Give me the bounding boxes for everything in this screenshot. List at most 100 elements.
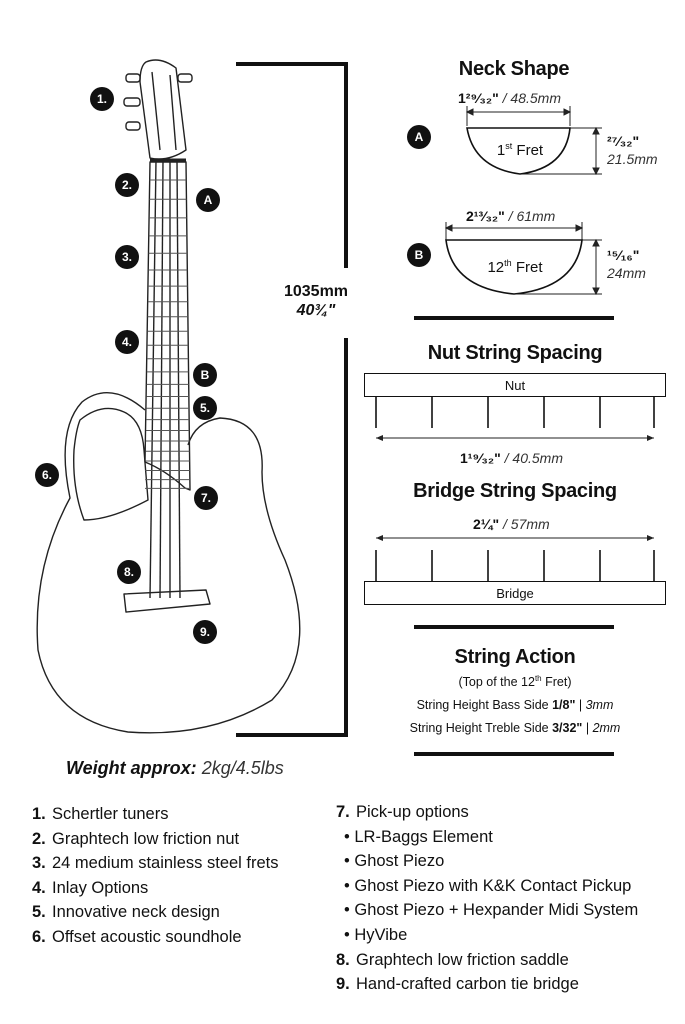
feature-item-1: 1. Schertler tuners (32, 802, 279, 827)
bridge-spacing-title: Bridge String Spacing (413, 480, 617, 502)
length-label: 1035mm 40¾" (274, 282, 358, 320)
callout-badge-a: A (196, 188, 220, 212)
callout-badge-8: 8. (117, 560, 141, 584)
nut-strip-label: Nut (504, 377, 526, 393)
neck-b-label-tail: Fret (511, 259, 543, 276)
length-inch: 40¾" (296, 302, 336, 319)
bridge-width-in: 2¼" (473, 516, 500, 532)
neck-a-width-in: 1²⁹⁄₃₂" (458, 90, 499, 106)
neck-a-depth-mm: 21.5mm (607, 151, 658, 167)
nut-width-mm: / 40.5mm (504, 450, 564, 466)
feature-num: 9. (336, 975, 350, 994)
nut-width: 1¹⁹⁄₃₂" / 40.5mm (460, 450, 563, 466)
bullet-icon: • (344, 827, 355, 846)
neck-a-label-sup: st (505, 141, 513, 151)
features-list-right: 7.Pick-up options • LR-Baggs Element• Gh… (336, 800, 638, 997)
feature-text: Schertler tuners (52, 805, 169, 823)
nut-spacing-title: Nut String Spacing (427, 342, 603, 364)
divider-2 (414, 625, 614, 629)
pickup-option: • Ghost Piezo with K&K Contact Pickup (336, 874, 638, 899)
divider-1 (414, 316, 614, 320)
bass-label: String Height Bass Side (416, 698, 553, 712)
pickup-option-text: Ghost Piezo + Hexpander Midi System (354, 901, 639, 920)
feature-item-8: 8.Graphtech low friction saddle (336, 948, 638, 973)
callout-badge-4: 4. (115, 330, 139, 354)
treble-in: 3/32" (552, 721, 583, 735)
neck-b-label: 12th Fret (470, 258, 560, 276)
callout-badge-2: 2. (115, 173, 139, 197)
bridge-strip: Bridge (364, 581, 666, 605)
neck-a-width-mm: / 48.5mm (502, 90, 562, 106)
pickup-option-text: Ghost Piezo with K&K Contact Pickup (354, 876, 632, 895)
callout-badge-3: 3. (115, 245, 139, 269)
feature-num: 5. (32, 903, 46, 922)
neck-b-width-mm: / 61mm (508, 208, 556, 224)
length-mm: 1035mm (283, 283, 349, 300)
pickup-option: • HyVibe (336, 923, 638, 948)
string-action-subtitle: (Top of the 12th Fret) (364, 674, 666, 689)
nut-strip: Nut (364, 373, 666, 397)
feature-text: Inlay Options (52, 878, 149, 897)
feature-item-5: 5. Innovative neck design (32, 900, 279, 925)
neck-a-label-tail: Fret (512, 142, 544, 159)
string-height-treble: String Height Treble Side 3/32" | 2mm (409, 721, 621, 735)
bass-in: 1/8" (552, 698, 576, 712)
neck-b-width: 2¹³⁄₃₂" / 61mm (466, 208, 555, 224)
feature-num: 1. (32, 805, 46, 823)
pickup-option-text: Ghost Piezo (354, 852, 445, 871)
neck-a-depth: ²⁷⁄₃₂" 21.5mm (607, 132, 658, 168)
bullet-icon: • (344, 876, 355, 895)
feature-item-9: 9. Hand-crafted carbon tie bridge (336, 972, 638, 997)
feature-num: 3. (32, 854, 46, 873)
bullet-icon: • (344, 852, 355, 871)
action-subtitle-pre: (Top of the 12 (458, 675, 535, 690)
weight-value: 2kg/4.5lbs (201, 758, 284, 778)
callout-badge-6: 6. (35, 463, 59, 487)
action-subtitle-post: Fret) (541, 675, 572, 690)
neck-a-depth-in: ²⁷⁄₃₂" (607, 133, 640, 149)
callout-badge-7: 7. (194, 486, 218, 510)
callout-badge-5: 5. (193, 396, 217, 420)
pickup-option-text: HyVibe (354, 925, 408, 944)
bridge-width-mm: / 57mm (503, 516, 550, 532)
feature-item-3: 3. 24 medium stainless steel frets (32, 851, 279, 876)
neck-b-label-num: 12 (487, 259, 505, 276)
treble-mm: 2mm (592, 721, 621, 735)
bridge-strip-label: Bridge (496, 585, 534, 601)
action-subtitle-sup: th (534, 674, 542, 683)
feature-text: Offset acoustic soundhole (52, 927, 242, 946)
feature-num: 7. (336, 803, 350, 821)
feature-text: 24 medium stainless steel frets (52, 854, 279, 873)
feature-num: 6. (32, 927, 46, 946)
treble-label: String Height Treble Side (409, 721, 553, 735)
neck-a-label-num: 1 (496, 142, 506, 159)
weight-line: Weight approx: 2kg/4.5lbs (66, 758, 284, 779)
neck-a-label: 1st Fret (478, 141, 562, 159)
bass-mm: 3mm (585, 698, 614, 712)
feature-item-4: 4. Inlay Options (32, 876, 279, 901)
feature-text: Pick-up options (356, 803, 469, 821)
pickup-option-text: LR-Baggs Element (354, 827, 493, 846)
feature-num: 8. (336, 950, 350, 969)
feature-text: Hand-crafted carbon tie bridge (356, 975, 579, 994)
feature-text: Graphtech low friction nut (52, 829, 240, 848)
callout-badge-b: B (193, 363, 217, 387)
neck-b-depth-mm: 24mm (607, 265, 646, 281)
callout-badge-1: 1. (90, 87, 114, 111)
neck-b-depth-in: ¹⁵⁄₁₆" (607, 247, 640, 263)
neck-b-width-in: 2¹³⁄₃₂" (466, 208, 505, 224)
feature-num: 4. (32, 878, 46, 897)
bridge-width: 2¼" / 57mm (473, 516, 550, 532)
pickup-option: • Ghost Piezo + Hexpander Midi System (336, 898, 638, 923)
feature-item-6: 6. Offset acoustic soundhole (32, 925, 279, 950)
bullet-icon: • (344, 901, 355, 920)
neck-b-badge: B (407, 243, 431, 267)
feature-item-7: 7. Pick-up options (336, 800, 638, 825)
feature-text: Innovative neck design (52, 903, 220, 922)
neck-a-badge: A (407, 125, 431, 149)
